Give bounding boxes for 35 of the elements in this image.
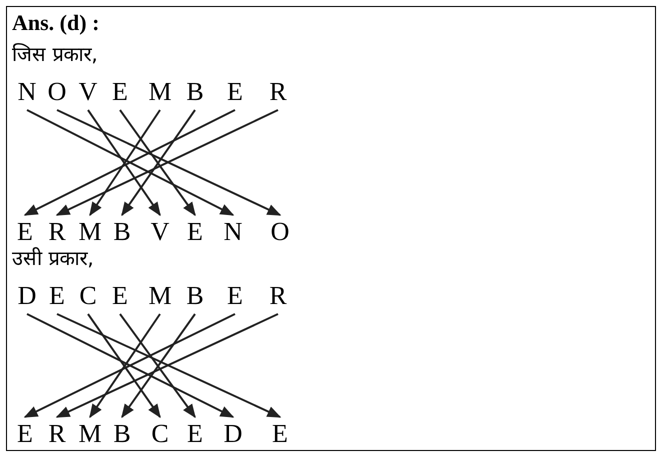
letter: M: [148, 78, 172, 106]
hindi-caption: उसी प्रकार,: [12, 248, 94, 268]
letter: M: [78, 218, 102, 246]
letter: E: [268, 420, 292, 448]
letter: O: [45, 78, 69, 106]
letter: E: [183, 420, 207, 448]
letter: B: [183, 78, 207, 106]
letter: E: [183, 218, 207, 246]
letter: E: [223, 78, 247, 106]
letter: N: [221, 218, 245, 246]
letter: E: [108, 78, 132, 106]
letter: C: [148, 420, 172, 448]
letter: E: [13, 218, 37, 246]
hindi-caption: जिस प्रकार,: [12, 44, 98, 64]
letter: R: [45, 218, 69, 246]
letter: E: [45, 282, 69, 310]
letter: B: [183, 282, 207, 310]
answer-heading: Ans. (d) :: [12, 12, 100, 34]
letter: C: [76, 282, 100, 310]
letter: E: [223, 282, 247, 310]
letter: D: [221, 420, 245, 448]
letter: R: [45, 420, 69, 448]
letter: E: [108, 282, 132, 310]
letter: M: [78, 420, 102, 448]
letter: R: [266, 78, 290, 106]
letter: B: [110, 420, 134, 448]
letter: B: [110, 218, 134, 246]
letter: R: [266, 282, 290, 310]
letter: V: [148, 218, 172, 246]
letter: V: [76, 78, 100, 106]
letter: O: [268, 218, 292, 246]
letter: M: [148, 282, 172, 310]
letter: E: [13, 420, 37, 448]
letter: N: [15, 78, 39, 106]
letter: D: [15, 282, 39, 310]
